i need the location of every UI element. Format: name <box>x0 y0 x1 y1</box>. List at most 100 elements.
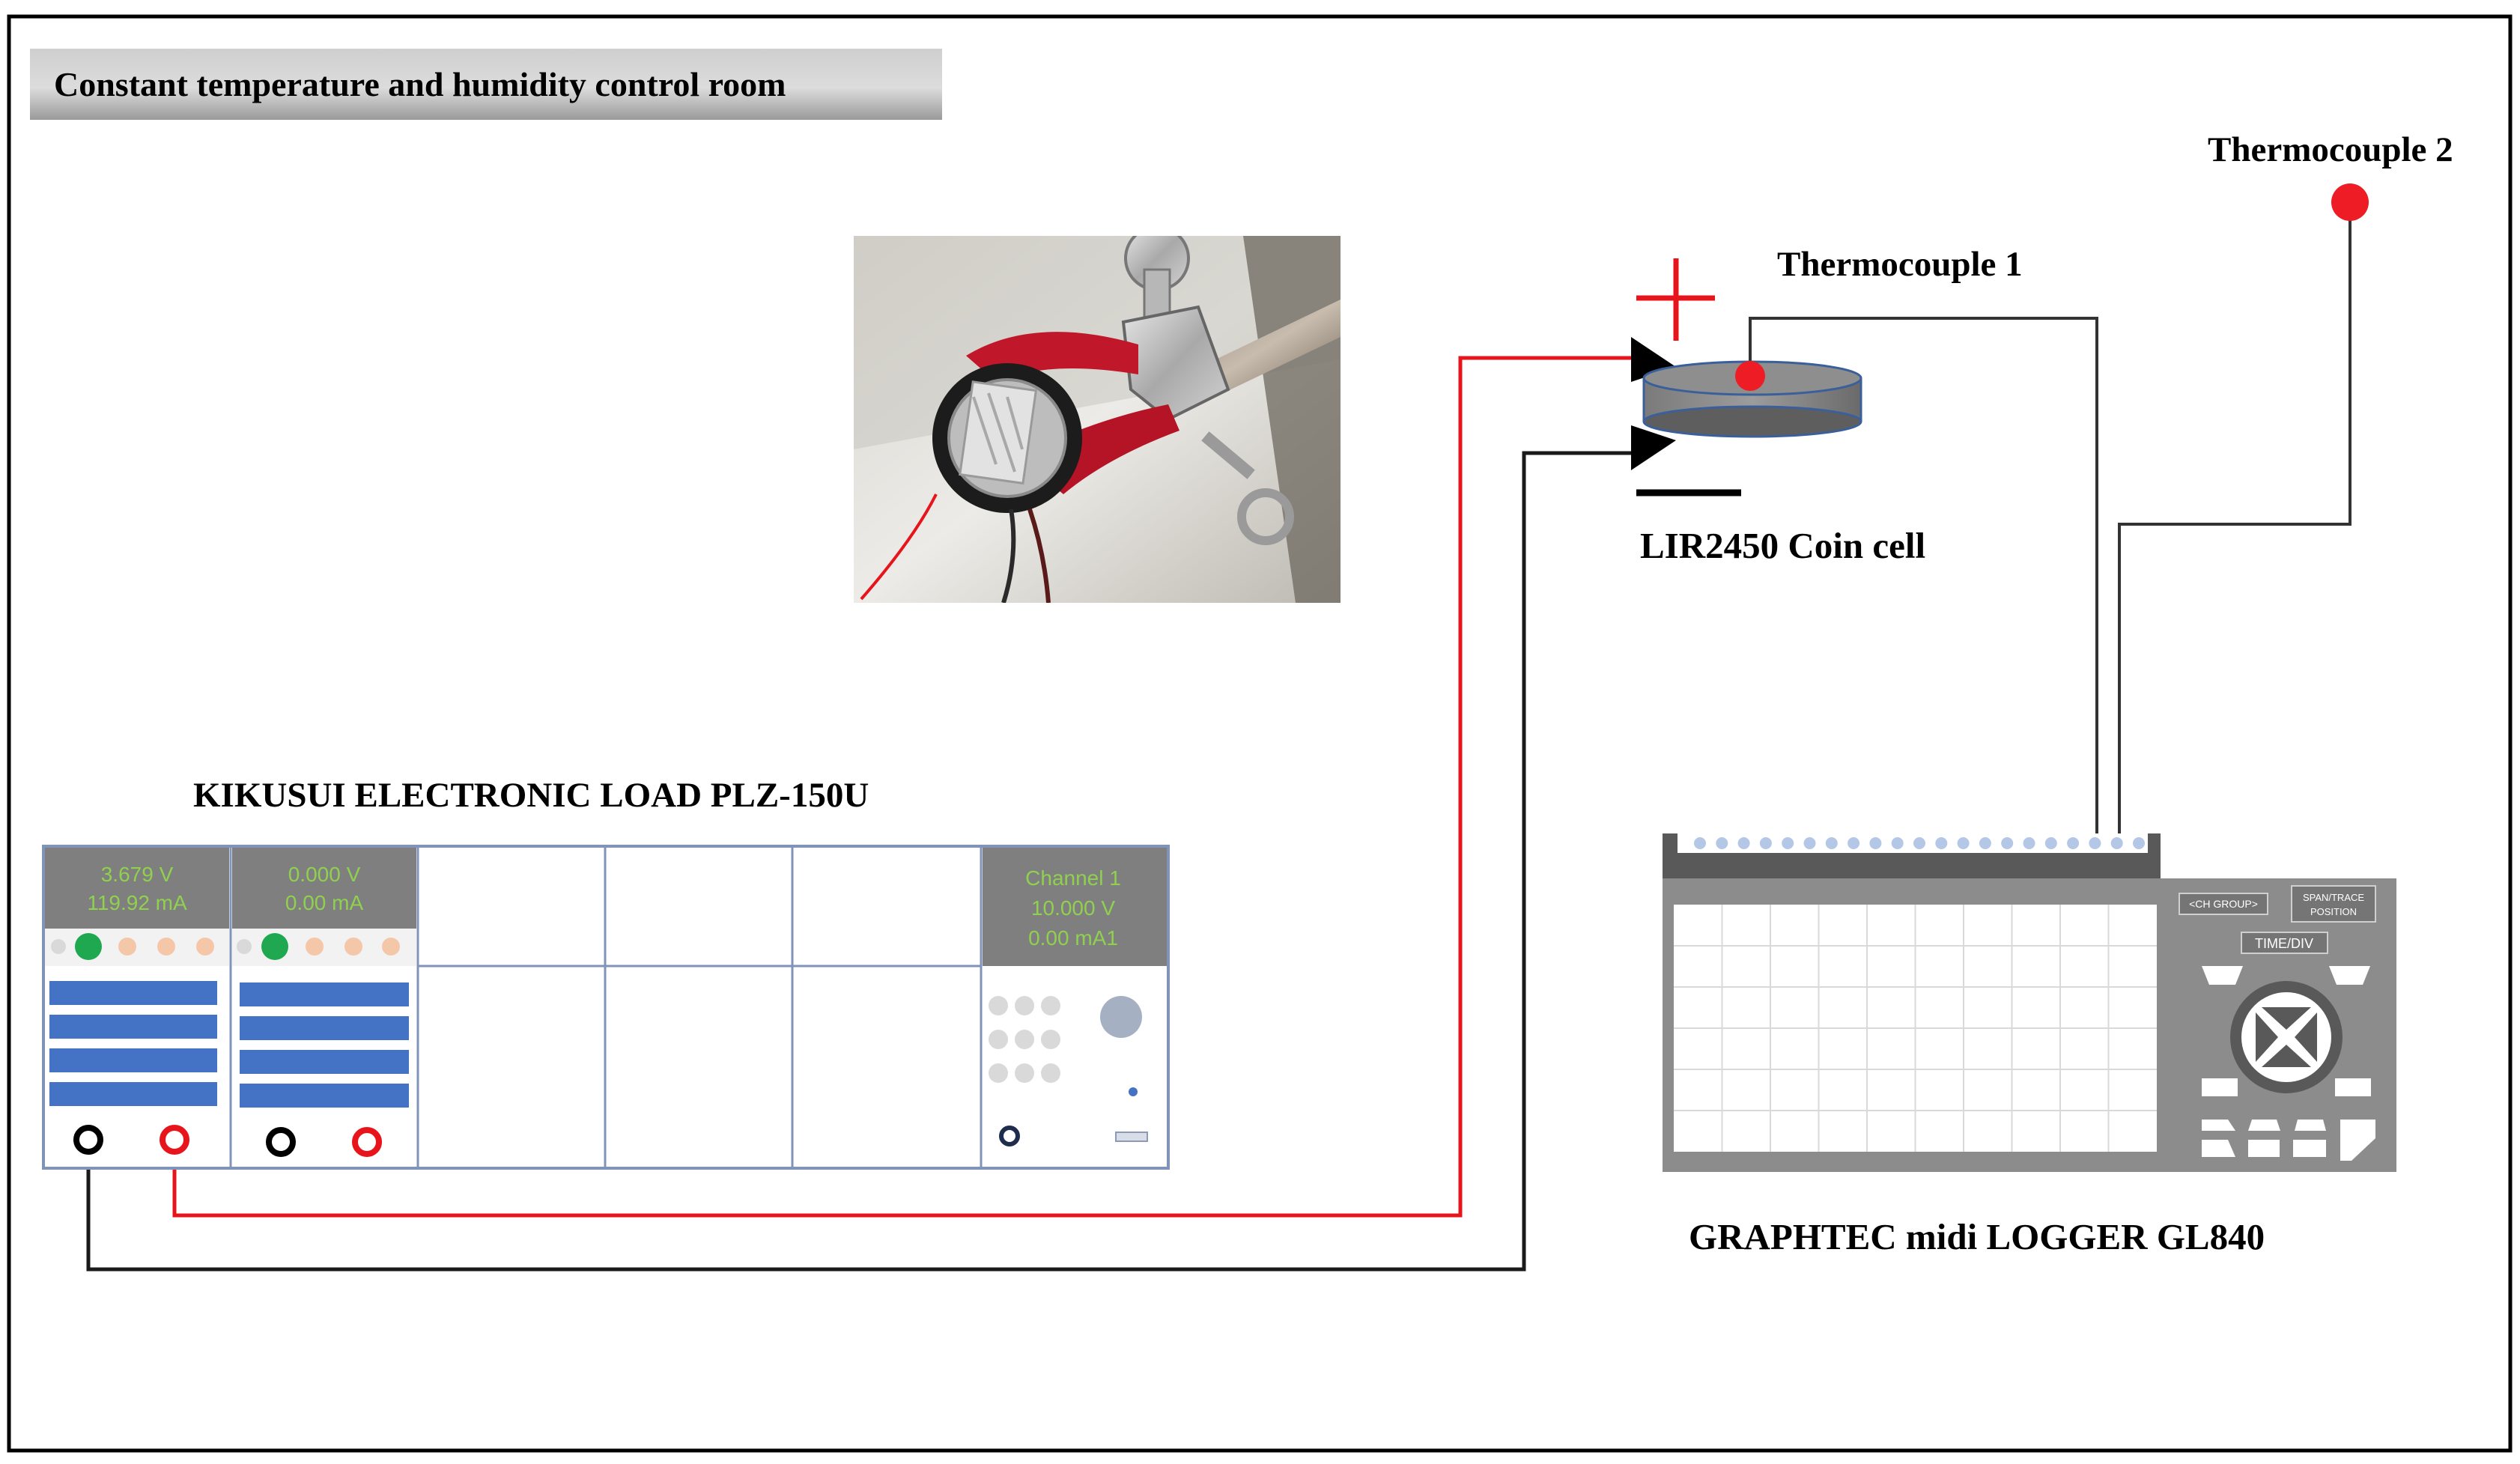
module-2-key-3[interactable] <box>240 1050 409 1074</box>
positive-wire <box>172 356 1631 1218</box>
time-div-key-label: TIME/DIV <box>2255 936 2313 951</box>
module-2-key-2[interactable] <box>240 1016 409 1040</box>
coin-cell <box>1631 258 1862 496</box>
module-2-lcd <box>232 848 416 929</box>
logger-terminal <box>1759 837 1772 849</box>
module-2-negative-jack[interactable] <box>266 1127 296 1157</box>
coin-cell-label: LIR2450 Coin cell <box>1640 525 1925 566</box>
module-1-led-idle <box>51 939 66 954</box>
module-1-key-2[interactable] <box>49 1015 217 1039</box>
logger-key-side-left[interactable] <box>2202 1078 2238 1096</box>
logger-softkey-right[interactable] <box>2329 966 2370 985</box>
module-1-negative-jack[interactable] <box>73 1125 103 1155</box>
thermocouple-1-label: Thermocouple 1 <box>1777 245 2023 284</box>
module-2-current: 0.00 mA <box>285 891 364 914</box>
negative-terminal-arrow <box>1631 425 1676 470</box>
thermocouple-2-label: Thermocouple 2 <box>2208 130 2453 169</box>
logger-terminal <box>2023 837 2035 849</box>
module-1-positive-jack[interactable] <box>160 1125 189 1155</box>
frame-power-switch[interactable] <box>1115 1132 1148 1142</box>
module-2-led-b <box>344 938 362 956</box>
room-border <box>7 14 2513 1453</box>
module-2-positive-jack[interactable] <box>352 1127 382 1157</box>
logger-terminal <box>1737 837 1750 849</box>
frame-dial[interactable] <box>1100 996 1142 1038</box>
logger-terminal <box>2001 837 2014 849</box>
time-div-key[interactable] <box>2241 932 2328 954</box>
module-1-led-b <box>157 938 175 956</box>
load-module-2: 0.000 V 0.00 mA <box>232 848 416 1157</box>
thermocouple-2-wire <box>2118 202 2352 840</box>
module-1-led-a <box>118 938 136 956</box>
thermocouple-1-wire <box>1749 317 2098 840</box>
module-2-key-1[interactable] <box>240 982 409 1006</box>
thermocouple-1-dot <box>1735 361 1765 391</box>
module-1-key-1[interactable] <box>49 981 217 1005</box>
module-2-led-a <box>306 938 324 956</box>
logger-key-b2[interactable] <box>2248 1120 2280 1131</box>
logger-key-b6[interactable] <box>2293 1140 2326 1157</box>
module-2-led-idle <box>237 939 252 954</box>
dpad-left[interactable] <box>2256 1012 2278 1062</box>
logger-key-b5[interactable] <box>2248 1140 2280 1157</box>
logger-key-b3[interactable] <box>2295 1120 2326 1131</box>
ch-group-key[interactable] <box>2179 893 2268 915</box>
frame-voltage: 10.000 V <box>1031 896 1115 920</box>
load-module-1: 3.679 V 119.92 mA <box>45 848 229 1155</box>
dpad-right[interactable] <box>2295 1012 2317 1062</box>
logger-direction-pad[interactable] <box>2230 981 2343 1093</box>
load-title: KIKUSUI ELECTRONIC LOAD PLZ-150U <box>193 776 869 815</box>
logger-terminals <box>1694 837 2145 849</box>
frame-channel: Channel 1 <box>1025 866 1121 890</box>
module-1-lcd <box>45 848 229 929</box>
data-logger: <CH GROUP> SPAN/TRACE POSITION TIME/DIV <box>1663 833 2396 1172</box>
ch-group-key-label: <CH GROUP> <box>2189 898 2258 910</box>
logger-screen-grid <box>1674 905 2157 1152</box>
negative-wire <box>86 451 1631 1272</box>
logger-terminal <box>1716 837 1728 849</box>
logger-key-b1[interactable] <box>2202 1120 2235 1131</box>
logger-key-b4[interactable] <box>2202 1140 2235 1157</box>
logger-terminal <box>2110 837 2123 849</box>
module-1-current: 119.92 mA <box>87 891 187 914</box>
logger-terminal <box>1782 837 1794 849</box>
room-title-box: Constant temperature and humidity contro… <box>30 49 942 120</box>
logger-terminal <box>2133 837 2145 849</box>
dpad-down[interactable] <box>2262 1045 2311 1067</box>
room-title: Constant temperature and humidity contro… <box>54 65 786 103</box>
logger-terminal <box>2089 837 2101 849</box>
module-1-key-4[interactable] <box>49 1082 217 1106</box>
logger-terminal <box>2067 837 2080 849</box>
module-2-led-c <box>382 938 400 956</box>
logger-terminal <box>1913 837 1925 849</box>
logger-key-side-right[interactable] <box>2335 1078 2371 1096</box>
span-trace-key[interactable] <box>2291 885 2376 923</box>
load-frame-panel: Channel 1 10.000 V 0.00 mA1 <box>983 848 1167 1146</box>
logger-terminal <box>2044 837 2057 849</box>
module-1-led-on[interactable] <box>75 933 102 960</box>
electronic-load: 3.679 V 119.92 mA 0.000 V 0.00 mA <box>42 845 1170 1170</box>
plus-sign <box>1636 258 1715 341</box>
frame-keypad[interactable] <box>989 996 1060 1083</box>
module-2-voltage: 0.000 V <box>288 863 361 886</box>
frame-jack[interactable] <box>999 1126 1020 1146</box>
thermocouple-2-dot <box>2331 183 2369 221</box>
logger-key-enter[interactable] <box>2340 1120 2375 1161</box>
logger-terminal <box>1825 837 1838 849</box>
logger-title: GRAPHTEC midi LOGGER GL840 <box>1689 1216 2265 1257</box>
module-1-led-c <box>196 938 214 956</box>
frame-lcd <box>983 848 1167 966</box>
module-1-key-3[interactable] <box>49 1048 217 1072</box>
span-trace-key-line2: POSITION <box>2310 906 2357 917</box>
logger-softkey-left[interactable] <box>2202 966 2243 985</box>
span-trace-key-line1: SPAN/TRACE <box>2303 892 2364 903</box>
logger-terminal <box>1848 837 1860 849</box>
module-2-led-on[interactable] <box>261 933 288 960</box>
logger-terminal <box>1694 837 1706 849</box>
logger-terminal <box>1979 837 1991 849</box>
logger-terminal <box>1891 837 1904 849</box>
dpad-up[interactable] <box>2262 1007 2311 1030</box>
module-2-key-4[interactable] <box>240 1084 409 1108</box>
